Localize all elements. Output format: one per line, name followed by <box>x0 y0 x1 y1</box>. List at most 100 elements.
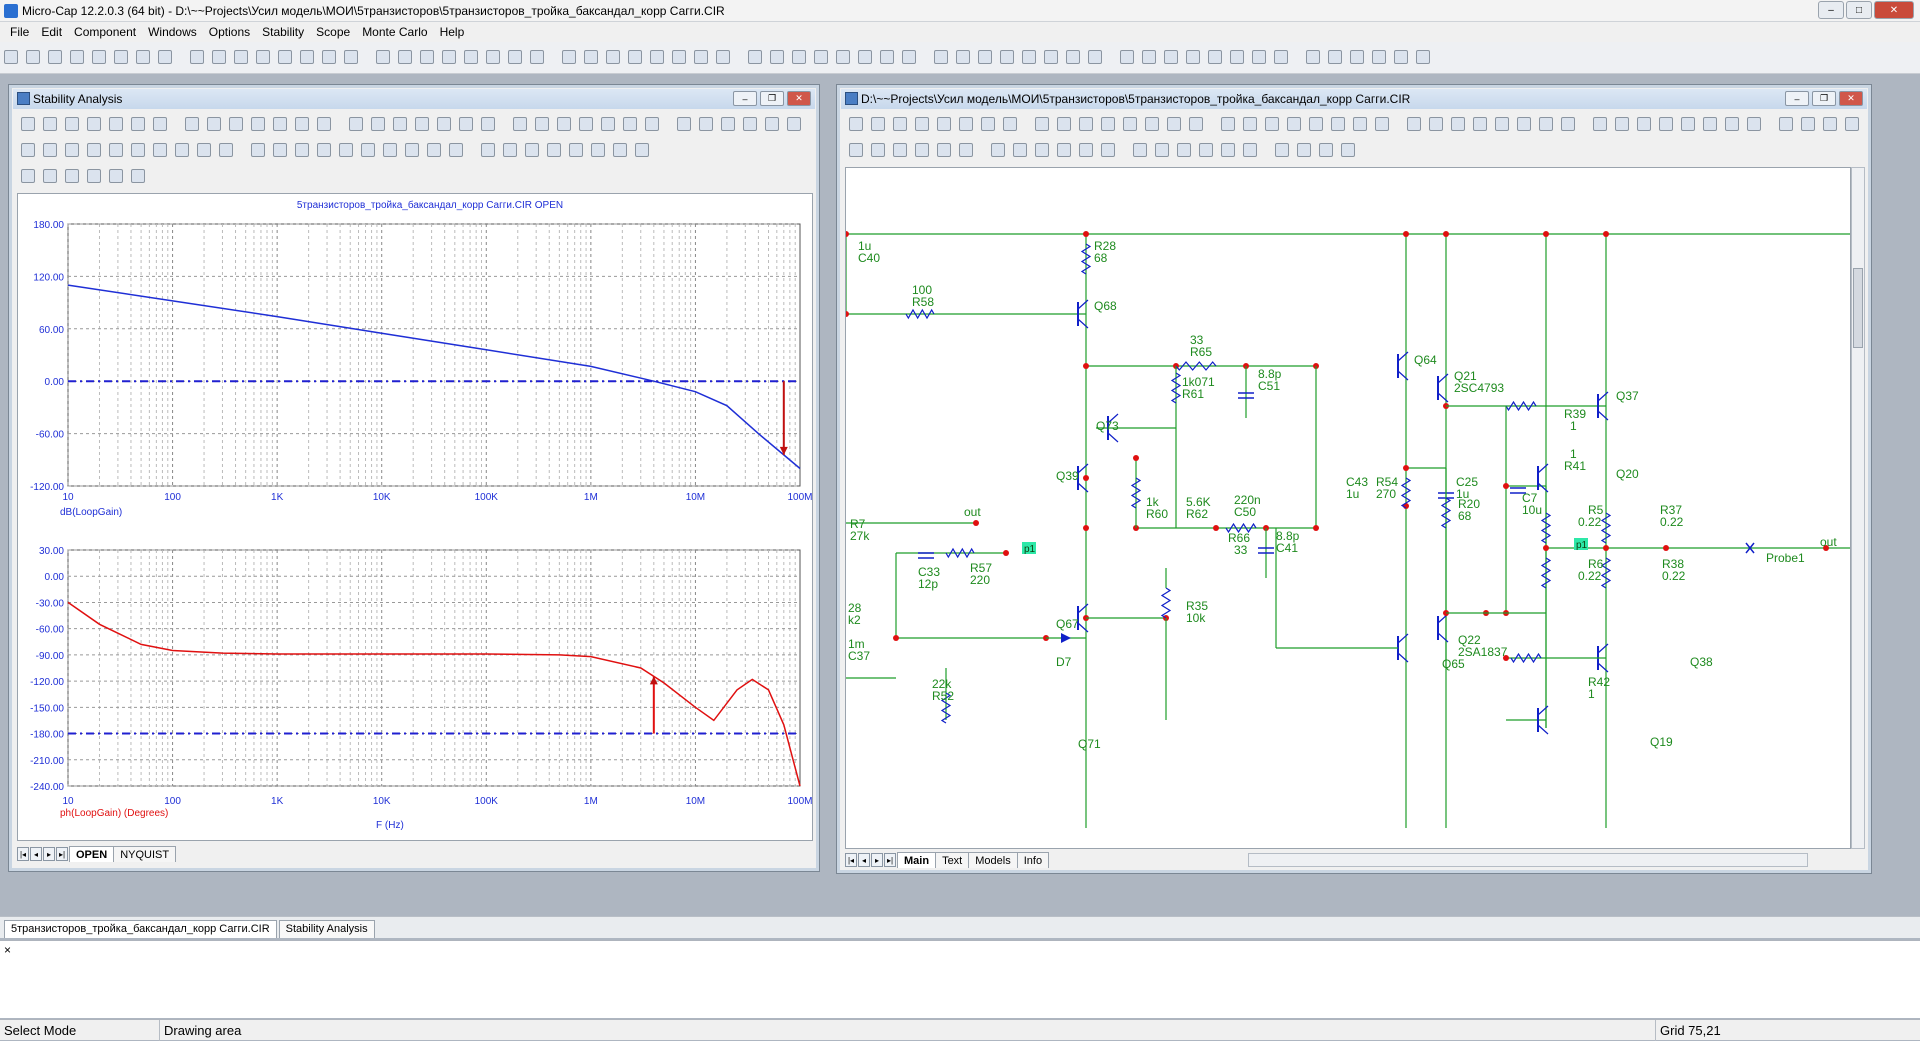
toolbar-button[interactable] <box>1013 143 1027 157</box>
stability-close-button[interactable]: ✕ <box>787 91 811 106</box>
toolbar-button[interactable] <box>158 50 172 64</box>
toolbar-button[interactable] <box>1079 143 1093 157</box>
schematic-hscrollbar[interactable] <box>1248 853 1809 867</box>
toolbar-button[interactable] <box>672 50 686 64</box>
toolbar-button[interactable] <box>1101 117 1115 131</box>
toolbar-button[interactable] <box>893 117 907 131</box>
toolbar-button[interactable] <box>26 50 40 64</box>
toolbar-button[interactable] <box>915 117 929 131</box>
maximize-button[interactable]: □ <box>1846 1 1872 19</box>
toolbar-button[interactable] <box>743 117 757 131</box>
toolbar-button[interactable] <box>21 143 35 157</box>
toolbar-button[interactable] <box>442 50 456 64</box>
toolbar-button[interactable] <box>1429 117 1443 131</box>
toolbar-button[interactable] <box>175 143 189 157</box>
toolbar-button[interactable] <box>1681 117 1695 131</box>
toolbar-button[interactable] <box>1416 50 1430 64</box>
toolbar-button[interactable] <box>959 117 973 131</box>
toolbar-button[interactable] <box>1845 117 1859 131</box>
toolbar-button[interactable] <box>699 117 713 131</box>
toolbar-button[interactable] <box>459 117 473 131</box>
toolbar-button[interactable] <box>393 117 407 131</box>
toolbar-button[interactable] <box>1079 117 1093 131</box>
toolbar-button[interactable] <box>1451 117 1465 131</box>
schem-tab-next[interactable]: ▸ <box>871 853 883 867</box>
toolbar-button[interactable] <box>1230 50 1244 64</box>
toolbar-button[interactable] <box>513 117 527 131</box>
toolbar-button[interactable] <box>1341 143 1355 157</box>
tab-main[interactable]: Main <box>897 852 937 868</box>
toolbar-button[interactable] <box>814 50 828 64</box>
close-button[interactable]: ✕ <box>1874 1 1914 19</box>
tab-next-button[interactable]: ▸ <box>43 847 55 861</box>
toolbar-button[interactable] <box>21 117 35 131</box>
toolbar-button[interactable] <box>1164 50 1178 64</box>
toolbar-button[interactable] <box>613 143 627 157</box>
toolbar-button[interactable] <box>219 143 233 157</box>
toolbar-button[interactable] <box>748 50 762 64</box>
toolbar-button[interactable] <box>1066 50 1080 64</box>
toolbar-button[interactable] <box>557 117 571 131</box>
toolbar-button[interactable] <box>721 117 735 131</box>
toolbar-button[interactable] <box>915 143 929 157</box>
toolbar-button[interactable] <box>420 50 434 64</box>
toolbar-button[interactable] <box>1615 117 1629 131</box>
toolbar-button[interactable] <box>1297 143 1311 157</box>
toolbar-button[interactable] <box>591 143 605 157</box>
toolbar-button[interactable] <box>937 143 951 157</box>
toolbar-button[interactable] <box>1306 50 1320 64</box>
toolbar-button[interactable] <box>584 50 598 64</box>
toolbar-button[interactable] <box>1473 117 1487 131</box>
stability-window-titlebar[interactable]: Stability Analysis – ❐ ✕ <box>13 89 815 109</box>
toolbar-button[interactable] <box>858 50 872 64</box>
menu-stability[interactable]: Stability <box>262 25 305 39</box>
toolbar-button[interactable] <box>880 50 894 64</box>
toolbar-button[interactable] <box>300 50 314 64</box>
menu-edit[interactable]: Edit <box>41 25 63 39</box>
toolbar-button[interactable] <box>1372 50 1386 64</box>
toolbar-button[interactable] <box>1252 50 1266 64</box>
vscroll-thumb[interactable] <box>1853 268 1863 348</box>
toolbar-button[interactable] <box>770 50 784 64</box>
toolbar-button[interactable] <box>1659 117 1673 131</box>
toolbar-button[interactable] <box>344 50 358 64</box>
toolbar-button[interactable] <box>4 50 18 64</box>
toolbar-button[interactable] <box>1035 117 1049 131</box>
toolbar-button[interactable] <box>87 143 101 157</box>
toolbar-button[interactable] <box>317 143 331 157</box>
toolbar-button[interactable] <box>109 169 123 183</box>
toolbar-button[interactable] <box>530 50 544 64</box>
tab-first-button[interactable]: |◂ <box>17 847 29 861</box>
toolbar-button[interactable] <box>623 117 637 131</box>
toolbar-button[interactable] <box>234 50 248 64</box>
toolbar-button[interactable] <box>1155 143 1169 157</box>
toolbar-button[interactable] <box>871 143 885 157</box>
toolbar-button[interactable] <box>1133 143 1147 157</box>
toolbar-button[interactable] <box>70 50 84 64</box>
toolbar-button[interactable] <box>601 117 615 131</box>
toolbar-button[interactable] <box>1539 117 1553 131</box>
toolbar-button[interactable] <box>1243 117 1257 131</box>
menu-options[interactable]: Options <box>208 25 251 39</box>
toolbar-button[interactable] <box>937 117 951 131</box>
toolbar-button[interactable] <box>569 143 583 157</box>
output-close-icon[interactable]: × <box>4 943 12 957</box>
tab-open[interactable]: OPEN <box>69 846 115 862</box>
tab-models[interactable]: Models <box>968 852 1018 868</box>
toolbar-button[interactable] <box>579 117 593 131</box>
toolbar-button[interactable] <box>503 143 517 157</box>
tab-info[interactable]: Info <box>1016 852 1050 868</box>
toolbar-button[interactable] <box>251 117 265 131</box>
toolbar-button[interactable] <box>1186 50 1200 64</box>
toolbar-button[interactable] <box>109 117 123 131</box>
menu-scope[interactable]: Scope <box>316 25 351 39</box>
toolbar-button[interactable] <box>256 50 270 64</box>
toolbar-button[interactable] <box>273 117 287 131</box>
toolbar-button[interactable] <box>547 143 561 157</box>
toolbar-button[interactable] <box>1779 117 1793 131</box>
toolbar-button[interactable] <box>109 143 123 157</box>
toolbar-button[interactable] <box>1823 117 1837 131</box>
toolbar-button[interactable] <box>212 50 226 64</box>
toolbar-button[interactable] <box>197 143 211 157</box>
minimize-button[interactable]: – <box>1818 1 1844 19</box>
